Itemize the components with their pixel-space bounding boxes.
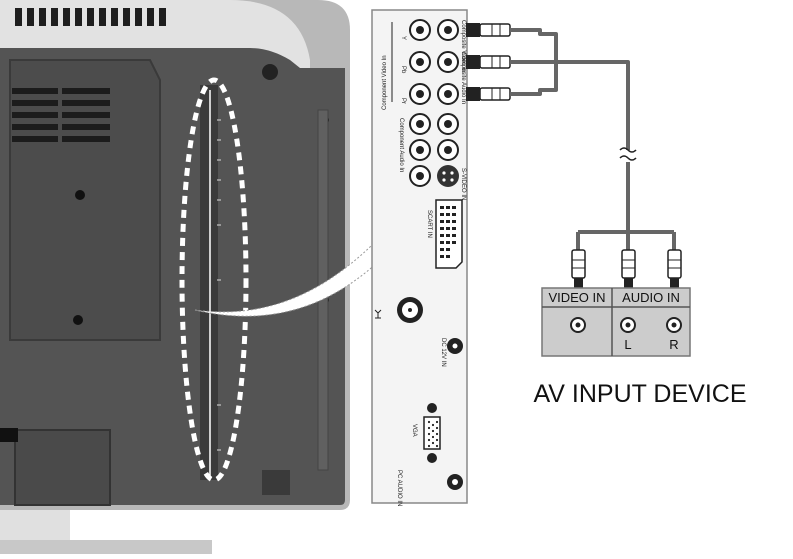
rca-jack-component-audio-l xyxy=(409,113,431,135)
vga-port xyxy=(423,403,441,463)
port-pr-label: Pr xyxy=(400,98,406,104)
dc-label: DC 12V IN xyxy=(440,338,446,367)
tv-corner-slot xyxy=(0,428,18,442)
cable-break-mark xyxy=(619,147,637,161)
tv-foot-tab xyxy=(262,470,290,495)
rca-jack-composite-video xyxy=(437,19,459,41)
rca-jack-component-audio-r xyxy=(409,139,431,161)
composite-audio-label: Composite Audio In xyxy=(460,52,466,104)
port-y-label: Y xyxy=(400,36,406,40)
composite-video-label: Composite Video In xyxy=(460,20,466,72)
rca-jack-composite-audio-r xyxy=(437,83,459,105)
antenna-icon xyxy=(374,309,382,319)
rca-jacks xyxy=(409,19,459,187)
rca-jack-composite-audio-l xyxy=(437,51,459,73)
device-jack-audio-l xyxy=(620,317,636,333)
highlight-ellipse xyxy=(179,77,249,483)
hook-hole xyxy=(262,64,278,80)
rca-plug-video xyxy=(466,23,511,37)
tv-lower-cover xyxy=(14,429,111,506)
device-plug-audio-r xyxy=(667,249,682,288)
svideo-label: S-VIDEO IN xyxy=(460,168,466,200)
tv-stand-base xyxy=(0,540,212,554)
device-panel xyxy=(541,287,691,357)
video-in-label: VIDEO IN xyxy=(548,290,605,305)
right-channel-label: R xyxy=(669,337,678,352)
component-audio-label: Component Audio In xyxy=(398,118,404,172)
pc-audio-port xyxy=(447,474,463,490)
vga-label: VGA xyxy=(411,424,417,437)
pc-audio-label: PC AUDIO IN xyxy=(396,470,402,506)
connector-bay xyxy=(200,85,218,480)
device-jack-audio-r xyxy=(666,317,682,333)
device-plug-audio-l xyxy=(621,249,636,288)
rca-plug-audio-r xyxy=(466,87,511,101)
cable-wires xyxy=(510,28,676,250)
av-input-device: VIDEO IN AUDIO IN L R AV INPUT DEVICE xyxy=(533,287,747,408)
svideo-port xyxy=(437,165,459,187)
device-plug-video xyxy=(571,249,586,288)
rca-jack-component-y xyxy=(409,19,431,41)
dc-power-port xyxy=(447,338,463,354)
screw-hole xyxy=(73,315,83,325)
device-jack-video xyxy=(570,317,586,333)
port-marks xyxy=(217,119,221,451)
screw-hole xyxy=(75,190,85,200)
scart-port xyxy=(435,199,463,269)
top-vents xyxy=(15,8,166,26)
rca-jack-component-pr xyxy=(409,83,431,105)
side-vents xyxy=(12,88,110,142)
audio-in-label: AUDIO IN xyxy=(622,290,680,305)
port-pb-label: Pb xyxy=(400,66,406,74)
rca-plug-audio-l xyxy=(466,55,511,69)
component-video-label: Component Video In xyxy=(382,55,388,110)
rca-jack-aux-l xyxy=(437,113,459,135)
av-cable-set xyxy=(466,23,682,288)
rca-jack-aux-r xyxy=(437,139,459,161)
left-channel-label: L xyxy=(624,337,631,352)
rca-jack-video xyxy=(409,165,431,187)
device-title: AV INPUT DEVICE xyxy=(533,380,746,408)
antenna-port xyxy=(397,297,423,323)
rca-jack-component-pb xyxy=(409,51,431,73)
connector-panel: Component Video In Y Pb Pr Composite Vid… xyxy=(371,9,468,506)
tv-back xyxy=(0,0,350,554)
scart-label: SCART IN xyxy=(426,210,432,238)
